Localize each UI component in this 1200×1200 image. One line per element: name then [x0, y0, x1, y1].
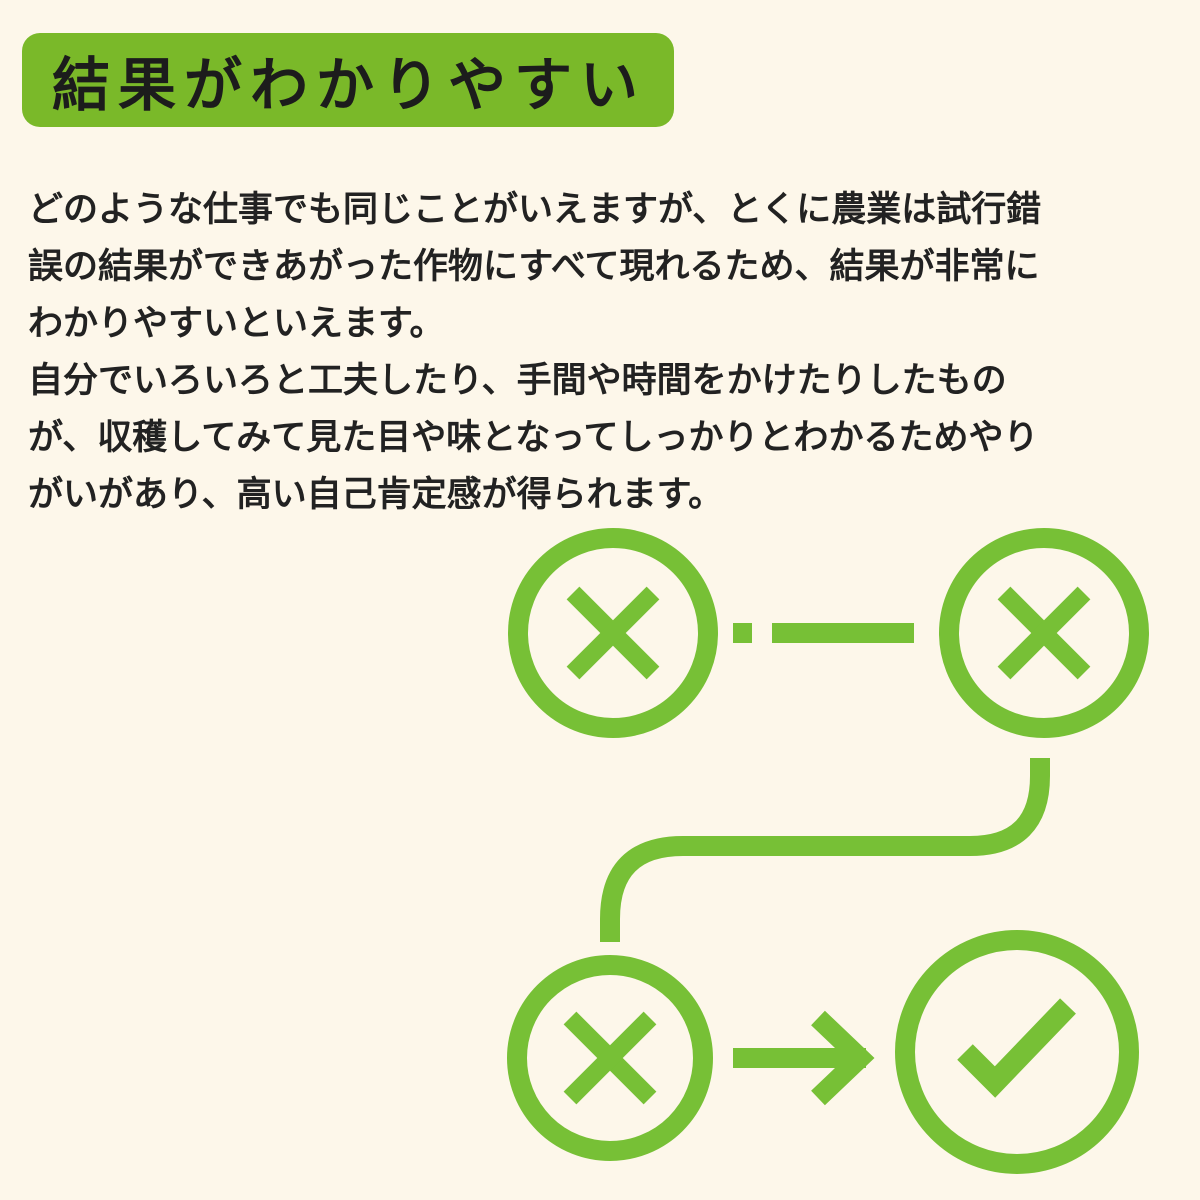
- body-line-3: わかりやすいといえます。: [28, 304, 445, 344]
- arrow-right-icon: [733, 1010, 875, 1106]
- page-title: 結果がわかりやすい: [52, 51, 647, 119]
- check-circle-icon: [895, 930, 1139, 1174]
- body-paragraph: どのような仕事でも同じことがいえますが、とくに農業は試行錯 誤の結果ができあがっ…: [28, 182, 1178, 524]
- x-circle-icon: [939, 528, 1149, 738]
- title-badge: 結果がわかりやすい: [22, 33, 674, 127]
- body-line-2: 誤の結果ができあがった作物にすべて現れるため、結果が非常に: [28, 247, 1040, 287]
- connector-path: [600, 758, 1050, 942]
- body-line-6: がいがあり、高い自己肯定感が得られます。: [28, 475, 724, 515]
- body-line-1: どのような仕事でも同じことがいえますが、とくに農業は試行錯: [28, 190, 1042, 230]
- x-circle-icon: [507, 955, 713, 1161]
- body-line-5: が、収穫してみて見た目や味となってしっかりとわかるためやり: [28, 418, 1039, 458]
- x-circle-icon: [508, 528, 718, 738]
- body-line-4: 自分でいろいろと工夫したり、手間や時間をかけたりしたもの: [28, 361, 1007, 401]
